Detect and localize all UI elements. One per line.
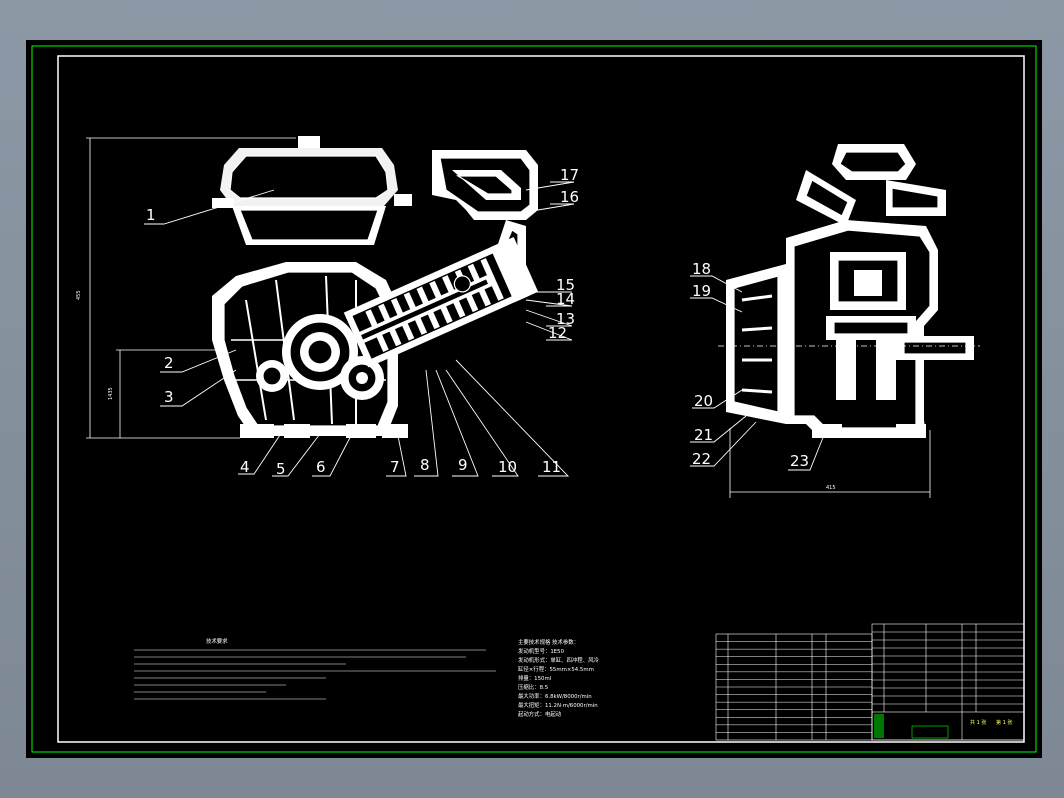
spec-line-6: 最大功率：6.8kW/8000r/min: [518, 692, 592, 700]
spec-line-1: 发动机型号：1E50: [518, 647, 565, 655]
spec-line-2: 发动机形式：单缸、四冲程、风冷: [518, 656, 599, 664]
front-view: [212, 136, 539, 438]
spec-line-7: 最大扭矩：11.2N·m/6000r/min: [518, 701, 598, 709]
callout-20: 20: [694, 392, 713, 410]
callout-15: 15: [556, 276, 575, 294]
callout-21: 21: [694, 426, 713, 444]
callout-7: 7: [390, 458, 400, 476]
sheet-total: 共 1 张: [970, 719, 986, 726]
callout-6: 6: [316, 458, 326, 476]
spec-line-8: 起动方式：电起动: [518, 710, 562, 718]
callout-4: 4: [240, 458, 250, 476]
callout-2: 2: [164, 354, 174, 372]
drawing-canvas: 455 1435 415: [26, 40, 1042, 758]
outer-frame: [31, 45, 1037, 753]
technical-requirements: 技术要求: [134, 637, 496, 700]
spec-line-3: 缸径×行程：55mm×54.5mm: [518, 665, 594, 673]
main-specs: 主要技术规格 技术参数： 发动机型号：1E50 发动机形式：单缸、四冲程、风冷 …: [518, 638, 599, 718]
callout-16: 16: [560, 188, 579, 206]
callout-17: 17: [560, 166, 579, 184]
dim-shaft-height: 1435: [108, 387, 114, 400]
dim-overall-width: 415: [826, 485, 836, 491]
callout-9: 9: [458, 456, 468, 474]
engineering-drawing: 455 1435 415: [31, 45, 1037, 753]
callout-13: 13: [556, 310, 575, 328]
side-view: [718, 144, 980, 438]
inner-frame: [57, 55, 1025, 743]
parts-list-rows: [716, 631, 1024, 733]
callout-5: 5: [276, 460, 286, 478]
callout-leaders: [144, 181, 827, 477]
callout-11: 11: [542, 458, 561, 476]
dim-overall-height: 455: [76, 290, 82, 300]
right-dimensions: [729, 428, 931, 498]
callout-3: 3: [164, 388, 174, 406]
spec-line-4: 排量：150ml: [518, 674, 551, 682]
callout-1: 1: [146, 206, 156, 224]
callout-19: 19: [692, 282, 711, 300]
callout-14: 14: [556, 290, 575, 308]
callout-18: 18: [692, 260, 711, 278]
title-block: 共 1 张 第 1 张: [871, 711, 1025, 741]
callout-23: 23: [790, 452, 809, 470]
tech-req-title: 技术要求: [206, 637, 228, 645]
spec-line-0: 主要技术规格 技术参数：: [518, 638, 579, 646]
callout-8: 8: [420, 456, 430, 474]
sheet-number: 第 1 张: [996, 719, 1012, 726]
callout-10: 10: [498, 458, 517, 476]
callout-12: 12: [548, 324, 567, 342]
spec-line-5: 压缩比：8.5: [518, 683, 548, 691]
callout-22: 22: [692, 450, 711, 468]
left-dimensions: [86, 137, 296, 439]
